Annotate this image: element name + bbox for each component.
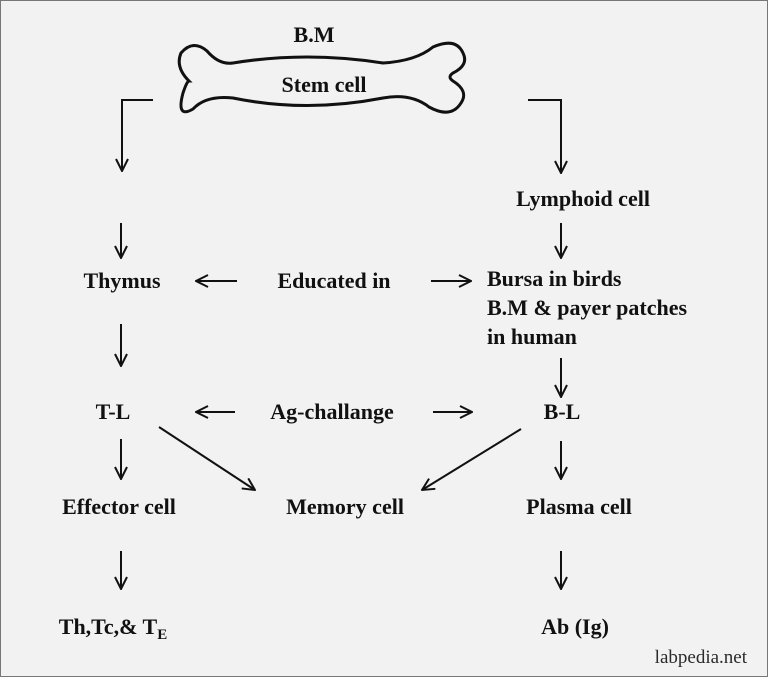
stem-cell-label: Stem cell: [281, 72, 367, 97]
thymus-label: Thymus: [83, 268, 161, 293]
antibody-label: Ab (Ig): [541, 614, 609, 639]
t-lymphocyte-label: T-L: [95, 399, 131, 424]
b-lymphocyte-label: B-L: [543, 399, 581, 424]
bursa-line-2: B.M & payer patches: [487, 295, 688, 320]
bursa-line-1: Bursa in birds: [487, 266, 622, 291]
t-cell-subtypes-subscript: E: [157, 627, 168, 643]
bursa-line-3: in human: [487, 324, 577, 349]
t-cell-subtypes-label: Th,Tc,& TE: [59, 615, 167, 647]
memory-cell-label: Memory cell: [286, 494, 404, 519]
lymphoid-cell-label: Lymphoid cell: [516, 186, 650, 211]
bone-marrow-label: B.M: [293, 22, 335, 47]
bursa-label: Bursa in birds B.M & payer patches in hu…: [487, 264, 687, 351]
bone-shape: [177, 41, 467, 114]
arrow-bl-to-memory: [422, 428, 522, 490]
t-cell-subtypes-text: Th,Tc,& T: [58, 614, 158, 639]
watermark-text: labpedia.net: [654, 647, 747, 668]
educated-in-label: Educated in: [277, 268, 391, 293]
right-branch-arrow: [528, 99, 561, 173]
left-branch-arrow: [122, 99, 153, 171]
plasma-cell-label: Plasma cell: [526, 494, 632, 519]
ag-challange-label: Ag-challange: [270, 399, 394, 424]
effector-cell-label: Effector cell: [62, 494, 176, 519]
arrow-tl-to-memory: [158, 426, 255, 490]
